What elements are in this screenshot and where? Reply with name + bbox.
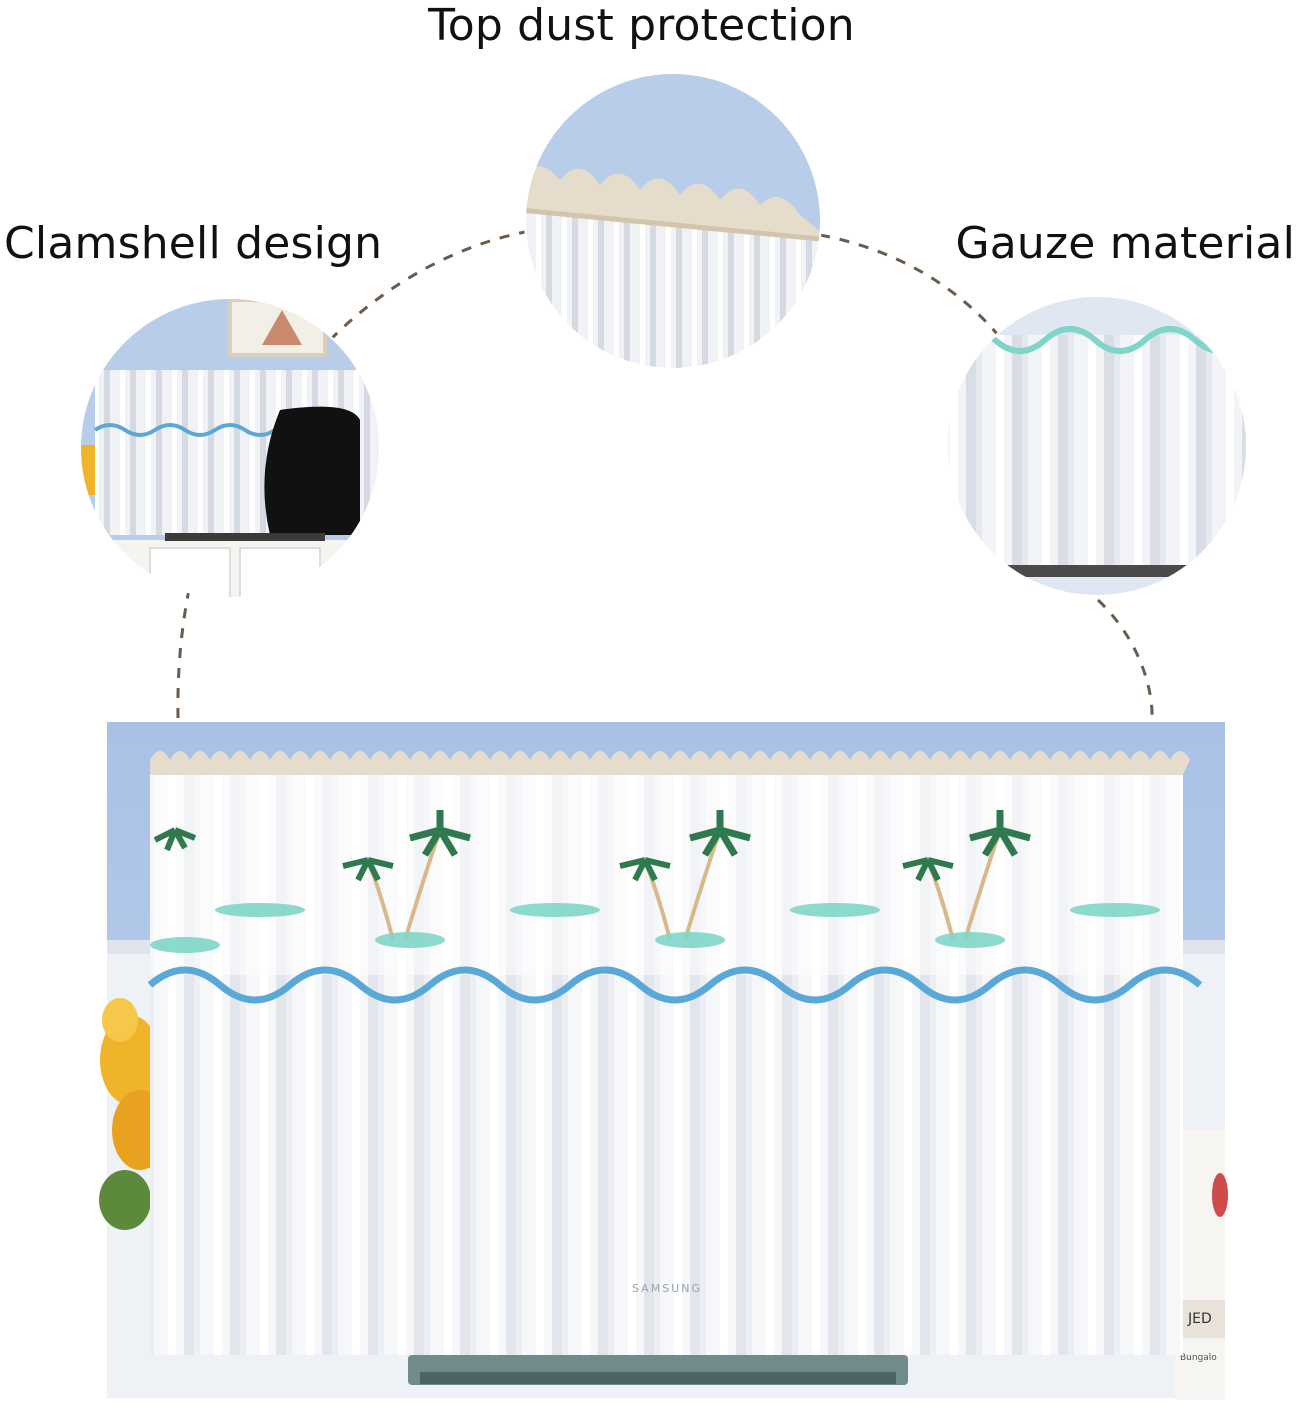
dashed-connector-left (328, 230, 526, 342)
label-top-dust-protection: Top dust protection (428, 0, 855, 51)
detail-circle-top (525, 73, 821, 369)
book-title: JED (1187, 1311, 1212, 1327)
island-embroidery (150, 903, 1160, 953)
label-gauze-material: Gauze material (955, 218, 1295, 269)
label-clamshell-design: Clamshell design (4, 218, 383, 269)
wave-trim (147, 966, 1203, 1004)
book-subtitle: Bungalo (1180, 1353, 1217, 1363)
tv-brand-text: SAMSUNG (632, 1282, 702, 1295)
detail-circle-right (947, 296, 1247, 596)
palm-embroidery (153, 810, 1031, 941)
detail-circle-left (80, 298, 380, 598)
books-decor: JED Bungalo (1175, 1130, 1228, 1400)
main-product-photo: JED Bungalo (99, 722, 1228, 1400)
